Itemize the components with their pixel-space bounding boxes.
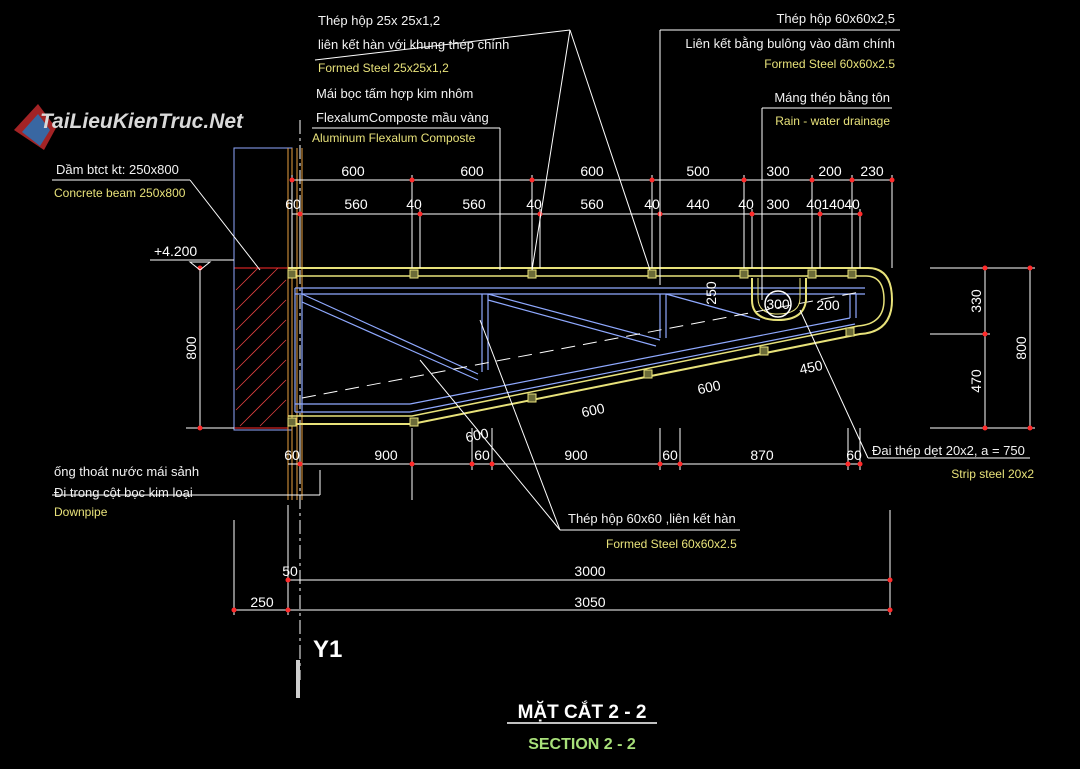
dim-bot-3: 900	[564, 447, 588, 463]
dim-top2-7: 440	[686, 196, 710, 212]
callout-steel25-vi1: Thép hộp 25x 25x1,2	[318, 13, 440, 28]
dim-top1-2: 600	[580, 163, 604, 179]
dim-slope-1: 600	[580, 400, 606, 421]
dim-top1-4: 300	[766, 163, 790, 179]
roof-cladding-outline	[288, 267, 894, 425]
dim-right-470: 470	[968, 369, 984, 393]
dim-overall-250: 250	[250, 594, 274, 610]
dim-left-height: 800	[183, 336, 199, 360]
dim-top2-1: 560	[344, 196, 368, 212]
callout-gutter-vi: Máng thép bằng tôn	[774, 90, 890, 105]
dim-bot-6: 60	[846, 447, 862, 463]
dim-slope-2: 600	[696, 377, 722, 398]
dim-right-800: 800	[1013, 336, 1029, 360]
dim-top1-5: 200	[818, 163, 842, 179]
dim-slope-0: 600	[464, 425, 490, 446]
callout-steel25-vi2: liên kết hàn với khung thép chính	[318, 37, 509, 52]
watermark-logo: TaiLieuKienTruc.Net	[14, 104, 244, 150]
dim-bot-2: 60	[474, 447, 490, 463]
watermark-text: TaiLieuKienTruc.Net	[40, 110, 244, 133]
callout-strip-vi: Đai thép dẹt 20x2, a = 750	[872, 443, 1025, 458]
dim-top1-6: 230	[860, 163, 884, 179]
dim-right-330: 330	[968, 289, 984, 313]
dim-inner-200: 200	[816, 297, 840, 313]
dim-top2-9: 300	[766, 196, 790, 212]
level-mark: +4.200	[154, 243, 197, 259]
dim-slope-3: 450	[798, 357, 824, 378]
dim-top2-3: 560	[462, 196, 486, 212]
section-title-en: SECTION 2 - 2	[528, 736, 636, 753]
callout-steel60-vi2: Liên kết bằng bulông vào dầm chính	[685, 36, 895, 51]
callout-weld-vi: Thép hộp 60x60 ,liên kết hàn	[568, 511, 736, 526]
dim-bot-1: 900	[374, 447, 398, 463]
dim-bot-5: 870	[750, 447, 774, 463]
dim-top1-3: 500	[686, 163, 710, 179]
callout-steel25-en: Formed Steel 25x25x1,2	[318, 61, 449, 75]
dim-overall-3050: 3050	[574, 594, 605, 610]
dim-top2-0: 60	[285, 196, 301, 212]
callout-beam-vi: Dầm btct kt: 250x800	[56, 162, 179, 177]
dim-inner-250: 250	[703, 281, 719, 305]
callout-beam-en: Concrete beam 250x800	[54, 186, 186, 200]
dim-top2-12: 40	[844, 196, 860, 212]
gutter-shape	[751, 278, 807, 322]
dim-top1-0: 600	[341, 163, 365, 179]
callout-steel60-vi1: Thép hộp 60x60x2,5	[776, 11, 895, 26]
callout-alu-en: Aluminum Flexalum Composte	[312, 131, 476, 145]
dim-top2-5: 560	[580, 196, 604, 212]
dim-top2-4: 40	[526, 196, 542, 212]
callout-strip-en: Strip steel 20x2	[951, 467, 1034, 481]
callout-alu-vi2: FlexalumComposte mầu vàng	[316, 110, 489, 125]
dim-bot-4: 60	[662, 447, 678, 463]
callout-pipe-en: Downpipe	[54, 505, 108, 519]
dim-top2-2: 40	[406, 196, 422, 212]
dim-top1-1: 600	[460, 163, 484, 179]
dim-top2-10: 40	[806, 196, 822, 212]
dim-pipe: 300	[766, 296, 790, 312]
dim-bot-0: 60	[284, 447, 300, 463]
callout-alu-vi1: Mái bọc tấm hợp kim nhôm	[316, 86, 473, 101]
leader-lines	[52, 29, 1030, 531]
dim-overall-3000: 3000	[574, 563, 605, 579]
downpipe-circle	[764, 290, 792, 318]
callout-steel60-en: Formed Steel 60x60x2.5	[764, 57, 895, 71]
callout-pipe-vi2: Đi trong cột bọc kim loại	[54, 485, 193, 500]
callout-gutter-en: Rain - water drainage	[775, 114, 890, 128]
section-title-vi: MẶT CẮT 2 - 2	[518, 701, 647, 723]
steel-truss	[294, 287, 865, 413]
dim-overall-50: 50	[282, 563, 298, 579]
callout-pipe-vi1: ống thoát nước mái sảnh	[54, 464, 199, 479]
dim-top2-8: 40	[738, 196, 754, 212]
grid-label: Y1	[313, 636, 342, 663]
dim-top2-6: 40	[644, 196, 660, 212]
dim-top2-11: 140	[821, 196, 845, 212]
callout-weld-en: Formed Steel 60x60x2.5	[606, 537, 737, 551]
beam-hatch	[235, 267, 287, 427]
